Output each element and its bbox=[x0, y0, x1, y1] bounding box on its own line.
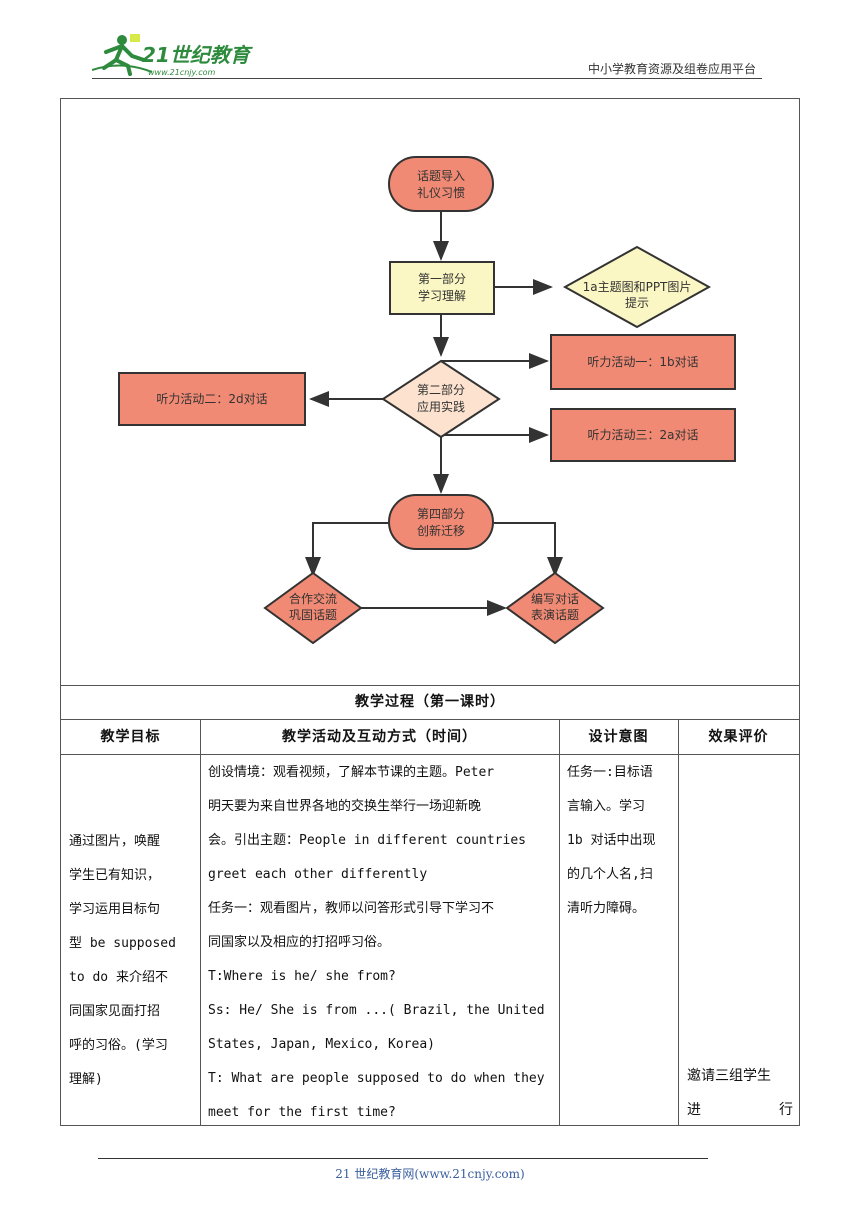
page-header: 21世纪教育 www.21cnjy.com 中小学教育资源及组卷应用平台 bbox=[92, 30, 762, 82]
table-top-border bbox=[61, 685, 799, 686]
activity-line: 会。引出主题：People in different countries bbox=[208, 833, 526, 848]
intent-line: 的几个人名,扫 bbox=[567, 867, 653, 882]
goal-line: 呼的习俗。(学习 bbox=[69, 1038, 168, 1053]
node-part2-practice: 第二部分 应用实践 bbox=[381, 359, 501, 439]
evaluation-cell: 邀请三组学生 进 行 bbox=[687, 1059, 793, 1127]
svg-text:第四部分: 第四部分 bbox=[417, 506, 465, 521]
flow-arrows bbox=[305, 211, 563, 616]
activity-line: 同国家以及相应的打招呼习俗。 bbox=[208, 935, 391, 950]
evaluation-word: 进 bbox=[687, 1102, 701, 1118]
svg-text:编写对话: 编写对话 bbox=[531, 591, 579, 606]
node-part1-understanding: 第一部分 学习理解 bbox=[389, 261, 495, 315]
goal-line: to do 来介绍不 bbox=[69, 970, 168, 985]
node-topic-intro: 话题导入 礼仪习惯 bbox=[388, 156, 494, 212]
activity-line: 创设情境：观看视频，了解本节课的主题。Peter bbox=[208, 765, 495, 780]
logo: 21世纪教育 www.21cnjy.com bbox=[92, 34, 253, 77]
goal-line: 理解) bbox=[69, 1072, 103, 1087]
activity-line: 任务一：观看图片，教师以问答形式引导下学习不 bbox=[208, 901, 495, 916]
col-divider-2 bbox=[559, 720, 560, 1125]
svg-text:话题导入: 话题导入 bbox=[417, 169, 465, 183]
activity-line: T: What are people supposed to do when t… bbox=[208, 1071, 545, 1086]
evaluation-line: 进 行 bbox=[687, 1093, 793, 1127]
intent-line: 1b 对话中出现 bbox=[567, 833, 656, 848]
intent-line: 清听力障碍。 bbox=[567, 901, 646, 916]
svg-text:第一部分: 第一部分 bbox=[418, 271, 466, 286]
svg-text:巩固话题: 巩固话题 bbox=[289, 608, 337, 622]
node-cooperation: 合作交流 巩固话题 bbox=[263, 571, 363, 645]
svg-text:表演话题: 表演话题 bbox=[531, 607, 579, 622]
node-part4-innovation: 第四部分 创新迁移 bbox=[388, 494, 494, 550]
node-listening-1: 听力活动一：1b对话 bbox=[550, 334, 736, 390]
intent-line: 任务一:目标语 bbox=[567, 765, 653, 780]
flowchart: 话题导入 礼仪习惯 第一部分 学习理解 1a主题图和PPT图片 提示 听力活动一… bbox=[118, 156, 736, 645]
goal-line: 学习运用目标句 bbox=[69, 902, 161, 917]
node-1a-picture-hint: 1a主题图和PPT图片 提示 bbox=[562, 245, 712, 329]
evaluation-line: 邀请三组学生 bbox=[687, 1068, 771, 1084]
svg-text:应用实践: 应用实践 bbox=[417, 399, 465, 414]
svg-text:创新迁移: 创新迁移 bbox=[417, 523, 465, 538]
logo-url: www.21cnjy.com bbox=[148, 68, 215, 77]
header-divider bbox=[92, 78, 762, 79]
node-listening-3: 听力活动三：2a对话 bbox=[550, 408, 736, 462]
node-listening-2: 听力活动二：2d对话 bbox=[118, 372, 306, 426]
activity-line: States, Japan, Mexico, Korea) bbox=[208, 1037, 435, 1052]
svg-text:听力活动一：1b对话: 听力活动一：1b对话 bbox=[587, 355, 698, 369]
node-write-dialogue: 编写对话 表演话题 bbox=[505, 571, 605, 645]
goal-cell: 通过图片，唤醒 学生已有知识， 学习运用目标句 型 be supposed to… bbox=[69, 825, 193, 1097]
goal-line: 学生已有知识， bbox=[69, 868, 161, 883]
activity-line: greet each other differently bbox=[208, 867, 428, 882]
col-divider-3 bbox=[678, 720, 679, 1125]
header-evaluation: 效果评价 bbox=[708, 729, 769, 745]
svg-text:提示: 提示 bbox=[625, 295, 649, 310]
svg-text:听力活动二：2d对话: 听力活动二：2d对话 bbox=[156, 392, 267, 406]
activity-line: Ss: He/ She is from ...( Brazil, the Uni… bbox=[208, 1003, 545, 1018]
evaluation-word: 行 bbox=[779, 1102, 793, 1118]
footer-link[interactable]: 21 世纪教育网(www.21cnjy.com) bbox=[335, 1167, 525, 1181]
footer-divider bbox=[98, 1158, 708, 1159]
intent-cell: 任务一:目标语 言输入。学习 1b 对话中出现 的几个人名,扫 清听力障碍。 bbox=[567, 756, 673, 926]
logo-text: 21世纪教育 bbox=[142, 43, 253, 67]
svg-text:第二部分: 第二部分 bbox=[417, 382, 465, 397]
goal-line: 通过图片，唤醒 bbox=[69, 834, 161, 849]
activity-line: meet for the first time? bbox=[208, 1105, 396, 1120]
activity-line: T:Where is he/ she from? bbox=[208, 969, 396, 984]
intent-line: 言输入。学习 bbox=[567, 799, 646, 814]
svg-text:听力活动三：2a对话: 听力活动三：2a对话 bbox=[588, 428, 699, 442]
runner-icon bbox=[92, 34, 153, 76]
svg-text:1a主题图和PPT图片: 1a主题图和PPT图片 bbox=[583, 280, 692, 294]
activity-line: 明天要为来自世界各地的交换生举行一场迎新晚 bbox=[208, 799, 482, 814]
goal-line: 同国家见面打招 bbox=[69, 1004, 161, 1019]
content-frame: 话题导入 礼仪习惯 第一部分 学习理解 1a主题图和PPT图片 提示 听力活动一… bbox=[60, 98, 800, 1126]
table-header-border bbox=[61, 754, 799, 755]
platform-name: 中小学教育资源及组卷应用平台 bbox=[587, 62, 756, 76]
svg-text:合作交流: 合作交流 bbox=[289, 591, 337, 606]
header-intent: 设计意图 bbox=[588, 729, 649, 745]
table-title: 教学过程（第一课时） bbox=[355, 694, 505, 710]
header-activity: 教学活动及互动方式（时间） bbox=[282, 729, 477, 745]
activity-cell: 创设情境：观看视频，了解本节课的主题。Peter 明天要为来自世界各地的交换生举… bbox=[208, 756, 554, 1130]
svg-text:礼仪习惯: 礼仪习惯 bbox=[417, 185, 465, 200]
svg-text:学习理解: 学习理解 bbox=[418, 288, 466, 303]
header-goal: 教学目标 bbox=[100, 729, 161, 745]
col-divider-1 bbox=[200, 720, 201, 1125]
goal-line: 型 be supposed bbox=[69, 936, 176, 951]
table-title-border bbox=[61, 719, 799, 720]
